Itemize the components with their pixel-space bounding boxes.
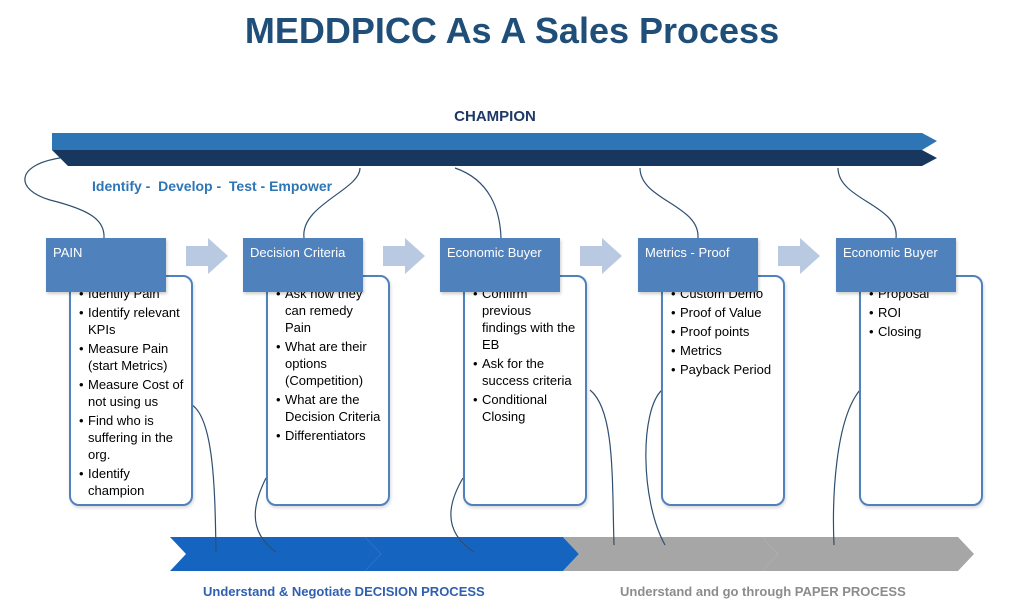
list-item: Proof of Value (671, 304, 777, 321)
list-item: Conditional Closing (473, 391, 579, 425)
stage-box-economic-buyer: Confirm previous findings with the EB As… (463, 275, 587, 506)
stage-arrow-3 (580, 238, 622, 274)
list-item: Payback Period (671, 361, 777, 378)
list-item: Closing (869, 323, 975, 340)
paper-process-label: Understand and go through PAPER PROCESS (620, 584, 906, 599)
stage-header-decision-criteria: Decision Criteria (243, 238, 363, 292)
champion-connectors (24, 157, 897, 239)
process-connectors (191, 389, 861, 553)
list-item: Metrics (671, 342, 777, 359)
stage-header-economic-buyer: Economic Buyer (440, 238, 560, 292)
stage-arrow-4 (778, 238, 820, 274)
stage-arrow-1 (186, 238, 228, 274)
list-item: Find who is suffering in the org. (79, 412, 185, 463)
decision-chevron-1 (170, 537, 381, 571)
stage-items-economic-buyer: Confirm previous findings with the EB As… (473, 285, 579, 425)
list-item: Differentiators (276, 427, 382, 444)
list-item: Confirm previous findings with the EB (473, 285, 579, 353)
list-item: Proof points (671, 323, 777, 340)
champion-arrow-top (52, 133, 937, 150)
list-item: ROI (869, 304, 975, 321)
page-title: MEDDPICC As A Sales Process (244, 10, 780, 51)
stage-box-decision-criteria: Ask how they can remedy Pain What are th… (266, 275, 390, 506)
stage-header-economic-buyer-final: Economic Buyer (836, 238, 956, 292)
stage-box-metrics-proof: Custom Demo Proof of Value Proof points … (661, 275, 785, 506)
list-item: Identify champion (79, 465, 185, 499)
decision-process-label: Understand & Negotiate DECISION PROCESS (203, 584, 485, 599)
stage-items-decision-criteria: Ask how they can remedy Pain What are th… (276, 285, 382, 444)
paper-chevron-1 (563, 537, 778, 571)
list-item: What are the Decision Criteria (276, 391, 382, 425)
list-item: What are their options (Competition) (276, 338, 382, 389)
list-item: Ask for the success criteria (473, 355, 579, 389)
list-item: Measure Cost of not using us (79, 376, 185, 410)
stage-items-economic-buyer-final: Proposal ROI Closing (869, 285, 975, 340)
list-item: Ask how they can remedy Pain (276, 285, 382, 336)
stage-box-economic-buyer-final: Proposal ROI Closing (859, 275, 983, 506)
champion-arrow-bottom (52, 150, 937, 166)
stage-items-metrics-proof: Custom Demo Proof of Value Proof points … (671, 285, 777, 378)
stage-box-pain: Identify Pain Identify relevant KPIs Mea… (69, 275, 193, 506)
paper-chevron-2 (762, 537, 974, 571)
champion-label: CHAMPION (454, 108, 536, 125)
stage-header-metrics-proof: Metrics - Proof (638, 238, 758, 292)
decision-chevron-2 (365, 537, 579, 571)
stage-arrows (186, 238, 820, 274)
stage-items-pain: Identify Pain Identify relevant KPIs Mea… (79, 285, 185, 499)
stage-header-pain: PAIN (46, 238, 166, 292)
list-item: Measure Pain (start Metrics) (79, 340, 185, 374)
champion-subtitle: Identify - Develop - Test - Empower (92, 178, 333, 194)
list-item: Identify relevant KPIs (79, 304, 185, 338)
stage-arrow-2 (383, 238, 425, 274)
